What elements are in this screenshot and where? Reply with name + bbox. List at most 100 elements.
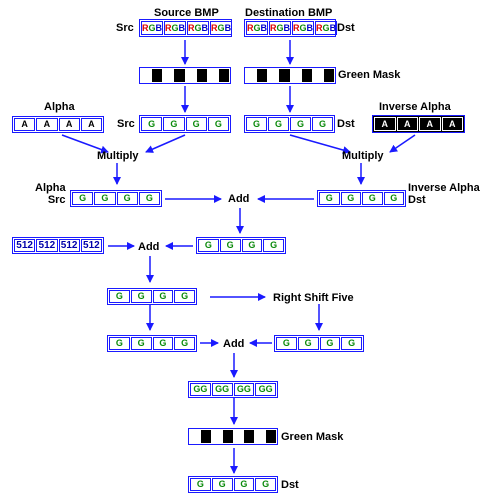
green-cell: G xyxy=(341,337,362,350)
add-2: Add xyxy=(138,241,160,253)
double-green-cell: GG xyxy=(255,383,276,396)
green-cell: G xyxy=(233,478,255,491)
green-cell: G xyxy=(241,239,263,252)
green-cell: G xyxy=(297,337,319,350)
inverse-alpha-values: A A A A xyxy=(372,115,465,133)
src-label: Src xyxy=(116,22,134,34)
mask-cell xyxy=(152,69,163,82)
green-cell: G xyxy=(219,239,241,252)
inverse-alpha-cell: A xyxy=(419,117,441,131)
arrow-dstg-to-multiply xyxy=(289,134,351,154)
source-bmp-title: Source BMP xyxy=(154,7,219,19)
alpha-cell: A xyxy=(58,118,80,131)
mask-cell xyxy=(174,69,185,82)
constant-cell: 512 xyxy=(36,239,58,252)
mask-cell xyxy=(268,69,278,82)
constant-512-values: 512 512 512 512 xyxy=(12,237,104,254)
green-cell: G xyxy=(276,337,297,350)
arrow-srcg-to-multiply xyxy=(145,134,186,153)
mask-cell xyxy=(234,430,244,443)
mask-cell xyxy=(301,69,312,82)
sum-green-values: G G G G xyxy=(196,237,286,254)
final-dst-values: G G G G xyxy=(188,476,278,493)
shifted-green-values: G G G G xyxy=(274,335,364,352)
arrow-alpha-to-multiply xyxy=(61,134,109,154)
mask-cell xyxy=(255,430,265,443)
destination-bmp-title: Destination BMP xyxy=(245,7,333,19)
green-cell: G xyxy=(340,192,361,205)
green-cell: G xyxy=(152,290,174,303)
green-mask-label: Green Mask xyxy=(338,69,401,81)
alpha-src-values: G G G G xyxy=(70,190,162,207)
green-cell: G xyxy=(246,117,267,131)
alpha-values: A A A A xyxy=(12,116,104,133)
alpha-cell: A xyxy=(80,118,102,131)
green-mask-final xyxy=(188,428,278,445)
double-green-cell: GG xyxy=(233,383,255,396)
inverse-alpha-cell: A xyxy=(396,117,418,131)
green-mask-label-2: Green Mask xyxy=(281,431,344,443)
left-green-values: G G G G xyxy=(107,335,197,352)
final-dst-label: Dst xyxy=(281,479,299,491)
inverse-alpha-cell: A xyxy=(441,117,463,131)
inverse-alpha-dst-label: Inverse Alpha Dst xyxy=(408,182,480,206)
green-cell: G xyxy=(290,117,311,131)
alpha-cell: A xyxy=(14,118,36,131)
green-cell: G xyxy=(174,290,195,303)
mask-cell xyxy=(163,69,173,82)
mask-cell xyxy=(266,430,276,443)
green-cell: G xyxy=(174,337,195,350)
right-shift-five-label: Right Shift Five xyxy=(273,292,354,304)
green-cell: G xyxy=(319,192,340,205)
arrow-invalpha-to-multiply xyxy=(389,134,416,153)
add-3: Add xyxy=(223,338,245,350)
mask-cell xyxy=(141,69,151,82)
green-cell: G xyxy=(190,478,211,491)
mask-cell xyxy=(186,69,196,82)
green-cell: G xyxy=(109,290,130,303)
mask-cell xyxy=(222,430,233,443)
green-cell: G xyxy=(130,290,152,303)
green-cell: G xyxy=(94,192,116,205)
mask-cell xyxy=(323,69,334,82)
multiply-left: Multiply xyxy=(97,150,139,162)
green-mask-src xyxy=(139,67,231,84)
mask-cell xyxy=(291,69,301,82)
green-cell: G xyxy=(185,117,207,131)
inverse-alpha-dst-values: G G G G xyxy=(317,190,406,207)
green-cell: G xyxy=(312,117,333,131)
green-cell: G xyxy=(255,478,276,491)
dst-label: Dst xyxy=(337,22,355,34)
multiply-right: Multiply xyxy=(342,150,384,162)
alpha-cell: A xyxy=(36,118,58,131)
alpha-src-label: Alpha Src xyxy=(35,182,66,206)
constant-cell: 512 xyxy=(80,239,102,252)
green-cell: G xyxy=(263,239,284,252)
double-green-cell: GG xyxy=(190,383,211,396)
src-g-label: Src xyxy=(117,118,135,130)
mask-cell xyxy=(200,430,211,443)
mask-cell xyxy=(244,430,255,443)
green-cell: G xyxy=(207,117,229,131)
inverse-alpha-cell: A xyxy=(374,117,396,131)
mask-cell xyxy=(190,430,200,443)
biased-green-values: G G G G xyxy=(107,288,197,305)
green-cell: G xyxy=(211,478,233,491)
mask-cell xyxy=(218,69,229,82)
green-cell: G xyxy=(152,337,174,350)
green-cell: G xyxy=(268,117,289,131)
green-cell: G xyxy=(141,117,163,131)
mask-cell xyxy=(212,430,222,443)
green-cell: G xyxy=(362,192,383,205)
green-cell: G xyxy=(319,337,341,350)
src-green-values: G G G G xyxy=(139,115,231,133)
green-mask-dst xyxy=(244,67,336,84)
green-cell: G xyxy=(163,117,185,131)
